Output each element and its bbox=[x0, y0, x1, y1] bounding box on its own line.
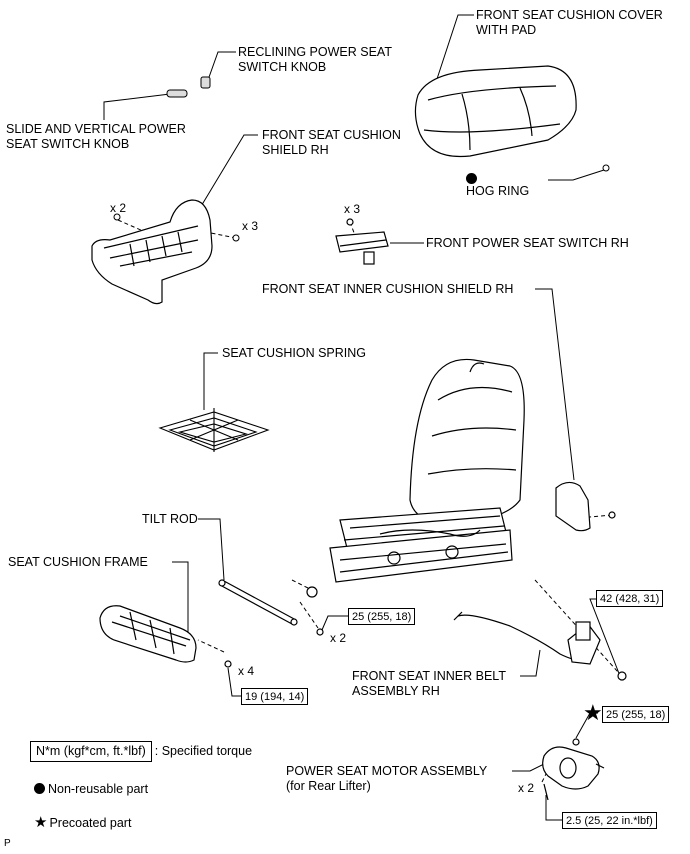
corner-mark: P bbox=[4, 838, 11, 849]
torque-frame: 19 (194, 14) bbox=[241, 688, 309, 705]
nonreusable-dot-icon bbox=[466, 173, 477, 184]
label-cushion-frame: SEAT CUSHION FRAME bbox=[8, 555, 148, 569]
legend-precoated-text: Precoated part bbox=[49, 816, 132, 830]
legend-torque: N*m (kgf*cm, ft.*lbf): Specified torque bbox=[30, 741, 252, 762]
label-slide-knob: SLIDE AND VERTICAL POWER SEAT SWITCH KNO… bbox=[6, 122, 186, 152]
hog-ring-shape bbox=[602, 164, 610, 172]
qty-shield-x3: x 3 bbox=[242, 219, 259, 233]
precoated-star-icon: ★ bbox=[583, 701, 603, 726]
motor-shape bbox=[542, 738, 605, 801]
label-reclining-knob-line1: RECLINING POWER SEAT bbox=[238, 45, 392, 59]
leader-torque-frame bbox=[227, 667, 241, 697]
label-inner-belt-line2: ASSEMBLY RH bbox=[352, 684, 440, 698]
seat-assembly-shape bbox=[329, 358, 525, 583]
label-inner-belt: FRONT SEAT INNER BELT ASSEMBLY RH bbox=[352, 669, 506, 699]
torque-motor-bolt: 25 (255, 18) bbox=[602, 706, 670, 723]
leader-hog-ring bbox=[548, 169, 605, 181]
label-hog-ring-text: HOG RING bbox=[466, 184, 530, 198]
label-cushion-shield: FRONT SEAT CUSHION SHIELD RH bbox=[262, 128, 401, 158]
label-motor-line2: (for Rear Lifter) bbox=[286, 779, 371, 793]
inner-shield-shape bbox=[555, 481, 616, 532]
cushion-shield-shape bbox=[91, 199, 213, 305]
cushion-frame-shape bbox=[99, 605, 232, 668]
legend-nonreusable: Non-reusable part bbox=[34, 782, 148, 797]
label-motor: POWER SEAT MOTOR ASSEMBLY (for Rear Lift… bbox=[286, 764, 487, 794]
legend-torque-box: N*m (kgf*cm, ft.*lbf) bbox=[30, 741, 152, 762]
reclining-knob-shape bbox=[200, 76, 211, 89]
power-switch-shape bbox=[335, 218, 389, 265]
qty-shield-x2: x 2 bbox=[110, 201, 127, 215]
leader-slide-knob bbox=[103, 93, 171, 120]
leader-torque-belt bbox=[589, 598, 621, 677]
slide-knob-shape bbox=[166, 89, 188, 98]
label-power-switch: FRONT POWER SEAT SWITCH RH bbox=[426, 236, 629, 250]
leader-tilt-rod bbox=[198, 518, 225, 581]
leader-frame bbox=[172, 561, 189, 640]
label-inner-shield: FRONT SEAT INNER CUSHION SHIELD RH bbox=[262, 282, 514, 296]
leader-cushion-shield bbox=[199, 134, 258, 209]
label-cushion-cover: FRONT SEAT CUSHION COVER WITH PAD bbox=[476, 8, 663, 38]
leader-torque-motor-bolt bbox=[575, 712, 598, 739]
legend-nonreusable-text: Non-reusable part bbox=[48, 782, 149, 796]
label-inner-belt-line1: FRONT SEAT INNER BELT bbox=[352, 669, 506, 683]
inner-belt-shape bbox=[453, 611, 627, 681]
label-slide-knob-line2: SEAT SWITCH KNOB bbox=[6, 137, 130, 151]
label-reclining-knob: RECLINING POWER SEAT SWITCH KNOB bbox=[238, 45, 392, 75]
tilt-rod-shape bbox=[218, 579, 324, 636]
leader-spring bbox=[203, 352, 218, 410]
label-cushion-spring: SEAT CUSHION SPRING bbox=[222, 346, 367, 360]
leader-reclining-knob bbox=[207, 51, 236, 81]
legend-precoated: ★Precoated part bbox=[34, 815, 131, 831]
legend-star-icon: ★ bbox=[34, 814, 48, 831]
cushion-spring-shape bbox=[158, 408, 270, 452]
leader-belt bbox=[520, 649, 541, 677]
torque-belt: 42 (428, 31) bbox=[596, 590, 664, 607]
qty-tilt-x2: x 2 bbox=[330, 631, 347, 645]
label-cushion-shield-line1: FRONT SEAT CUSHION bbox=[262, 128, 401, 142]
label-hog-ring: HOG RING bbox=[466, 173, 529, 199]
label-slide-knob-line1: SLIDE AND VERTICAL POWER bbox=[6, 122, 186, 136]
label-cushion-cover-line1: FRONT SEAT CUSHION COVER bbox=[476, 8, 663, 22]
label-cushion-cover-line2: WITH PAD bbox=[476, 23, 537, 37]
legend-dot-icon bbox=[34, 783, 45, 794]
leader-torque-tilt bbox=[321, 615, 348, 631]
leader-cushion-cover bbox=[435, 14, 474, 83]
cushion-cover-shape bbox=[414, 65, 577, 158]
qty-switch-x3: x 3 bbox=[344, 202, 361, 216]
torque-tilt-rod: 25 (255, 18) bbox=[348, 608, 416, 625]
leader-inner-shield bbox=[535, 288, 575, 481]
leader-torque-motor-screw bbox=[545, 795, 562, 821]
label-motor-line1: POWER SEAT MOTOR ASSEMBLY bbox=[286, 764, 488, 778]
label-reclining-knob-line2: SWITCH KNOB bbox=[238, 60, 327, 74]
label-cushion-shield-line2: SHIELD RH bbox=[262, 143, 329, 157]
qty-frame-x4: x 4 bbox=[238, 664, 255, 678]
shield-screws bbox=[113, 213, 240, 242]
legend-torque-text: : Specified torque bbox=[154, 744, 253, 758]
qty-motor-x2: x 2 bbox=[518, 781, 535, 795]
leader-motor bbox=[512, 761, 549, 772]
label-tilt-rod: TILT ROD bbox=[142, 512, 198, 526]
torque-motor-screw: 2.5 (25, 22 in.*lbf) bbox=[562, 812, 657, 829]
